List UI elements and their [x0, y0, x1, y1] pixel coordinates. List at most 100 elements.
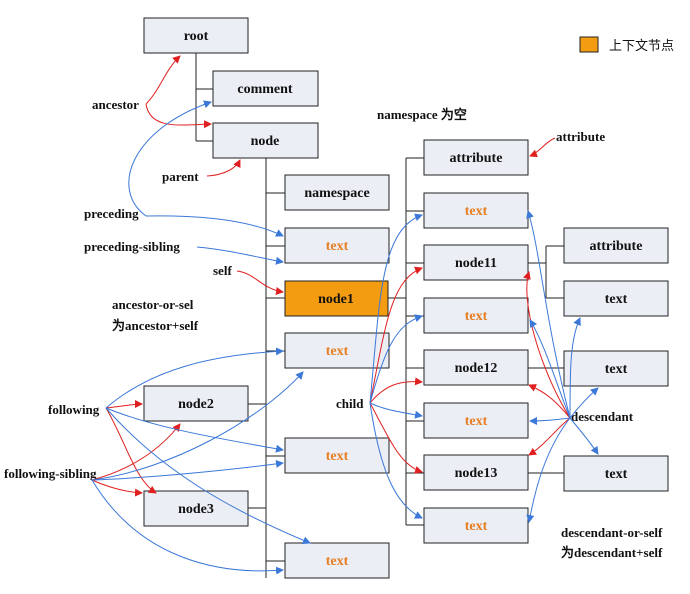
node-node-label: node	[251, 134, 280, 149]
node-namespace-label: namespace	[304, 186, 369, 201]
node-attribute-2[interactable]: attribute	[563, 227, 669, 264]
node-node11[interactable]: node11	[423, 244, 529, 281]
node-text-c-label: text	[326, 449, 349, 464]
arrow-child-text-f	[369, 314, 423, 404]
label-self: self	[213, 263, 232, 278]
node-attribute-2-label: attribute	[590, 239, 643, 254]
arrow-fsib-text-d	[91, 479, 284, 575]
arrow-desc-text-i	[569, 317, 581, 419]
legend-label: 上下文节点	[609, 39, 674, 54]
node-node13[interactable]: node13	[423, 454, 529, 491]
label-namespace-note: namespace 为空	[377, 107, 467, 122]
node-text-e-label: text	[465, 204, 488, 219]
arrow-child-node12	[369, 377, 423, 404]
node-text-d[interactable]: text	[284, 542, 390, 579]
node-node12-label: node12	[455, 361, 498, 376]
arrow-attribute	[529, 137, 556, 158]
arrow-fsib-node2	[91, 423, 181, 481]
arrow-desc-text-j	[569, 387, 599, 419]
legend: 上下文节点	[579, 36, 674, 54]
node-text-f[interactable]: text	[423, 297, 529, 334]
node-node[interactable]: node	[212, 122, 319, 159]
arrow-parent	[206, 159, 241, 177]
arrow-desc-text-h	[526, 417, 571, 523]
arrow-child-text-g	[369, 402, 423, 419]
arrow-child-text-h	[369, 402, 423, 519]
node-text-h[interactable]: text	[423, 507, 529, 544]
node-text-b-label: text	[326, 344, 349, 359]
node-text-f-label: text	[465, 309, 488, 324]
node-node12[interactable]: node12	[423, 349, 529, 386]
arrow-fsib-text-c	[91, 459, 284, 481]
node-root-label: root	[184, 29, 209, 44]
node-root[interactable]: root	[143, 17, 249, 54]
arrow-preceding-sibling	[196, 246, 284, 265]
label-ancestor: ancestor	[92, 97, 139, 112]
arrow-desc-text-k	[569, 417, 599, 455]
label-child: child	[336, 396, 364, 411]
arrow-desc-text-g	[529, 416, 571, 425]
arrow-desc-node13	[528, 417, 571, 456]
label-parent: parent	[162, 169, 199, 184]
node-text-j[interactable]: text	[563, 350, 669, 387]
node-text-g[interactable]: text	[423, 402, 529, 439]
node-node13-label: node13	[455, 466, 498, 481]
node-node11-label: node11	[455, 256, 497, 271]
arrow-desc-node12	[528, 384, 571, 419]
node-text-d-label: text	[326, 554, 349, 569]
node-text-j-label: text	[605, 362, 628, 377]
blue-arrows	[91, 100, 599, 575]
arrow-child-text-e	[369, 213, 423, 404]
node-text-b[interactable]: text	[284, 332, 390, 369]
label-following-sibling: following-sibling	[4, 466, 97, 481]
node-text-k-label: text	[605, 467, 628, 482]
arrow-following-text-c	[105, 407, 284, 453]
label-ancestor-or-self-1: ancestor-or-sel	[112, 297, 194, 312]
arrow-ancestor-root	[145, 55, 181, 105]
node-attribute-label: attribute	[450, 151, 503, 166]
label-following: following	[48, 402, 100, 417]
label-preceding: preceding	[84, 206, 139, 221]
node-attribute[interactable]: attribute	[423, 139, 529, 176]
node-text-a-label: text	[326, 239, 349, 254]
arrow-preceding-comment	[128, 100, 212, 217]
arrow-fsib-node3	[91, 479, 143, 497]
node-text-i-label: text	[605, 292, 628, 307]
arrow-ancestor-node	[145, 103, 212, 129]
arrow-desc-node11	[523, 271, 571, 419]
node-text-g-label: text	[465, 414, 488, 429]
arrow-self	[236, 270, 284, 295]
arrow-child-node13	[369, 402, 423, 474]
node-text-i[interactable]: text	[563, 280, 669, 317]
red-arrows	[91, 55, 571, 497]
label-attribute-axis: attribute	[556, 129, 605, 144]
label-descendant-or-self-2: 为descendant+self	[561, 545, 663, 560]
node-comment[interactable]: comment	[212, 70, 319, 107]
arrow-preceding-text	[145, 215, 284, 237]
node-text-a[interactable]: text	[284, 227, 390, 264]
label-preceding-sibling: preceding-sibling	[84, 239, 180, 254]
node-node3[interactable]: node3	[143, 490, 249, 527]
arrow-following-node2	[105, 400, 143, 409]
arrow-desc-text-e	[526, 210, 571, 419]
node-node3-label: node3	[178, 502, 214, 517]
node-text-c[interactable]: text	[284, 437, 390, 474]
node-node2-label: node2	[178, 397, 214, 412]
legend-swatch	[579, 36, 599, 53]
arrow-following-text-d	[105, 407, 311, 545]
arrow-following-node3	[105, 407, 157, 494]
arrow-desc-text-f	[529, 319, 571, 419]
node-node1-label: node1	[318, 292, 354, 307]
label-descendant: descendant	[571, 409, 634, 424]
node-node2[interactable]: node2	[143, 385, 249, 422]
arrow-following-text-b	[105, 347, 284, 409]
node-comment-label: comment	[237, 82, 293, 97]
arrow-fsib-text-b	[91, 371, 304, 481]
node-namespace[interactable]: namespace	[284, 174, 390, 211]
node-node1-context[interactable]: node1	[284, 280, 389, 317]
arrow-child-node11	[369, 266, 423, 404]
node-text-h-label: text	[465, 519, 488, 534]
node-text-k[interactable]: text	[563, 455, 669, 492]
node-text-e[interactable]: text	[423, 192, 529, 229]
